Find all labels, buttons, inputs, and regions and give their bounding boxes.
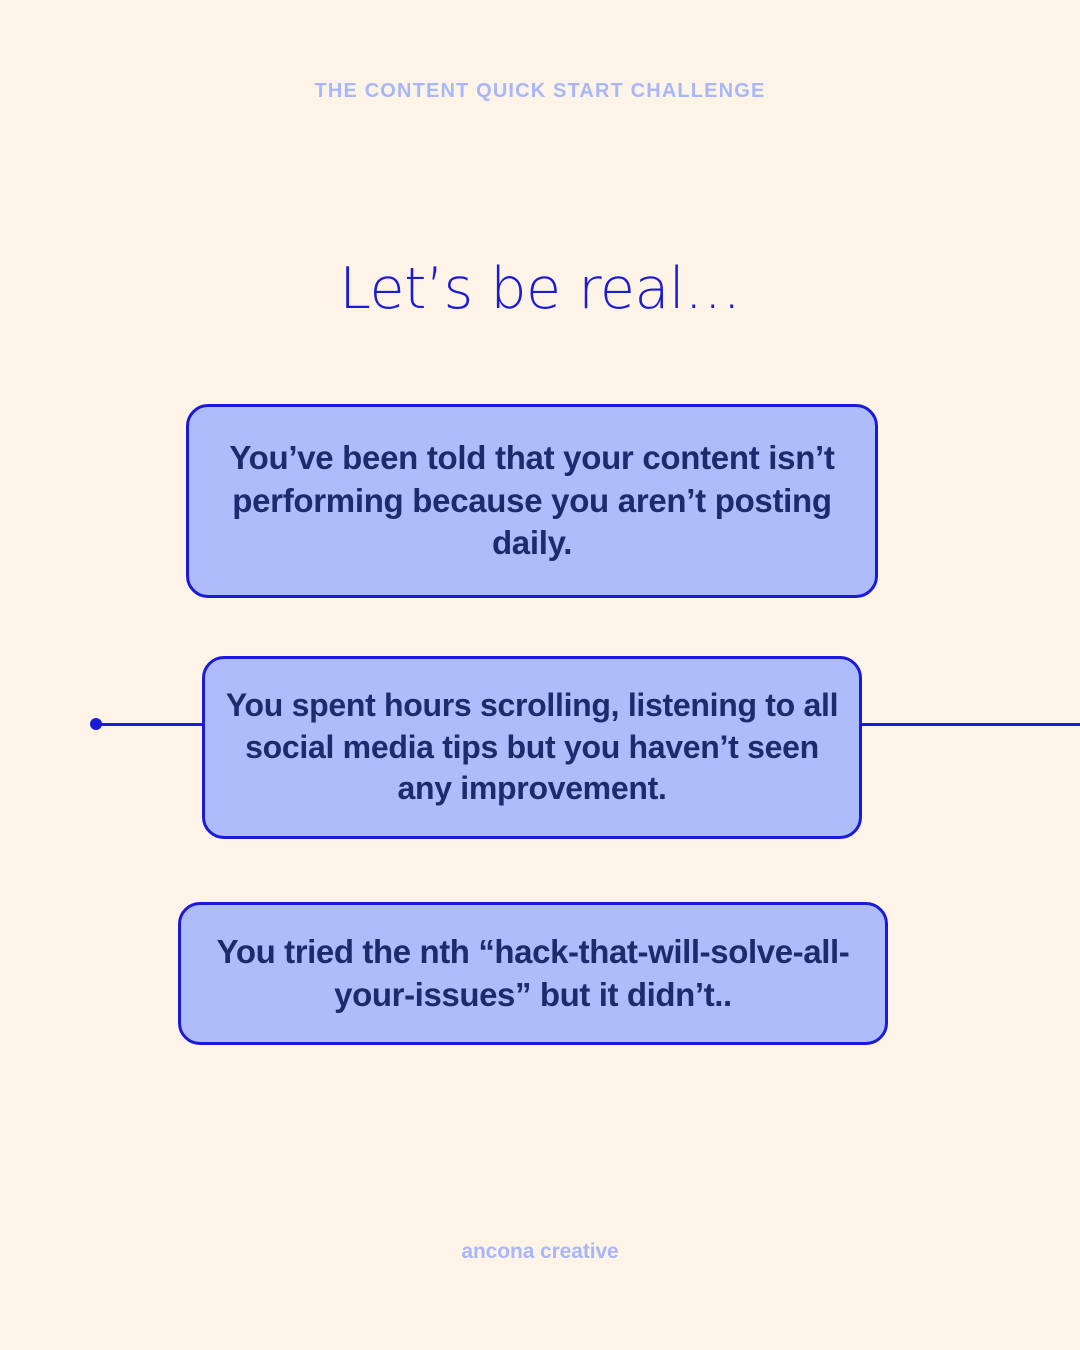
statement-card-3: You tried the nth “hack-that-will-solve-… — [178, 902, 888, 1045]
statement-card-1: You’ve been told that your content isn’t… — [186, 404, 878, 598]
statement-card-2-text: You spent hours scrolling, listening to … — [225, 687, 839, 807]
statement-card-1-text: You’ve been told that your content isn’t… — [229, 438, 835, 562]
brand-footer: ancona creative — [461, 1240, 619, 1263]
page-title: Let’s be real… — [339, 256, 741, 322]
challenge-kicker: THE CONTENT QUICK START CHALLENGE — [314, 80, 766, 102]
statement-card-3-text: You tried the nth “hack-that-will-solve-… — [216, 932, 850, 1013]
statement-card-2: You spent hours scrolling, listening to … — [202, 656, 862, 839]
